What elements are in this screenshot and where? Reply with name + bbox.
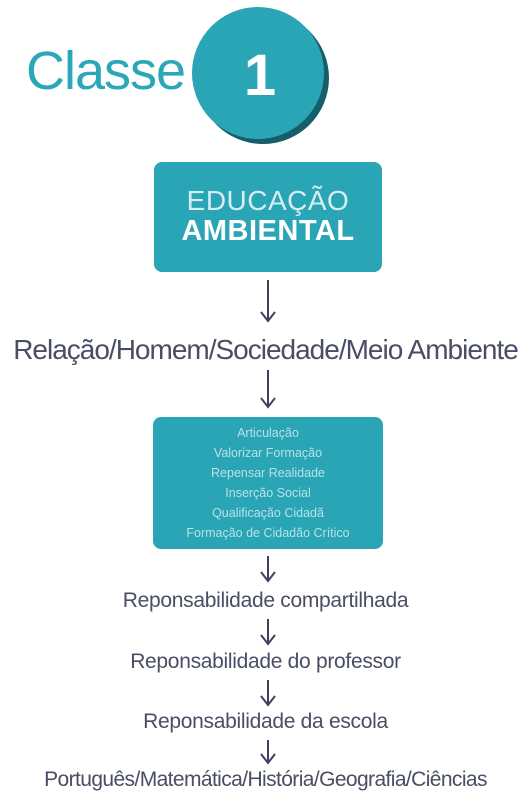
class-number: 1 [243,42,277,108]
title-line-educacao: EDUCAÇÃO [186,184,350,216]
down-arrow-icon [260,280,276,323]
list-item: Valorizar Formação [213,446,323,460]
down-arrow-icon [260,740,276,765]
down-arrow-icon [260,680,276,707]
title-line-ambiental: AMBIENTAL [181,215,355,248]
down-arrow-icon [260,619,276,646]
classe-label: Classe [26,41,186,101]
list-item: Inserção Social [225,486,311,500]
title-box: EDUCAÇÃO AMBIENTAL [154,162,382,272]
step-disciplinas: Português/Matemática/História/Geografia/… [44,768,487,791]
step-responsabilidade-professor: Reponsabilidade do professor [130,650,401,673]
down-arrow-icon [260,556,276,583]
list-item: Formação de Cidadão Crítico [186,526,350,540]
list-item: Repensar Realidade [211,466,325,480]
list-item: Qualificação Cidadã [212,506,324,520]
step-responsabilidade-escola: Reponsabilidade da escola [143,710,388,733]
step-responsabilidade-compartilhada: Reponsabilidade compartilhada [122,589,409,612]
class-number-badge [192,7,329,144]
step-relacao: Relação/Homem/Sociedade/Meio Ambiente [13,334,519,365]
values-list-box: Articulação Valorizar Formação Repensar … [153,417,383,549]
list-item: Articulação [237,426,299,440]
down-arrow-icon [260,370,276,409]
